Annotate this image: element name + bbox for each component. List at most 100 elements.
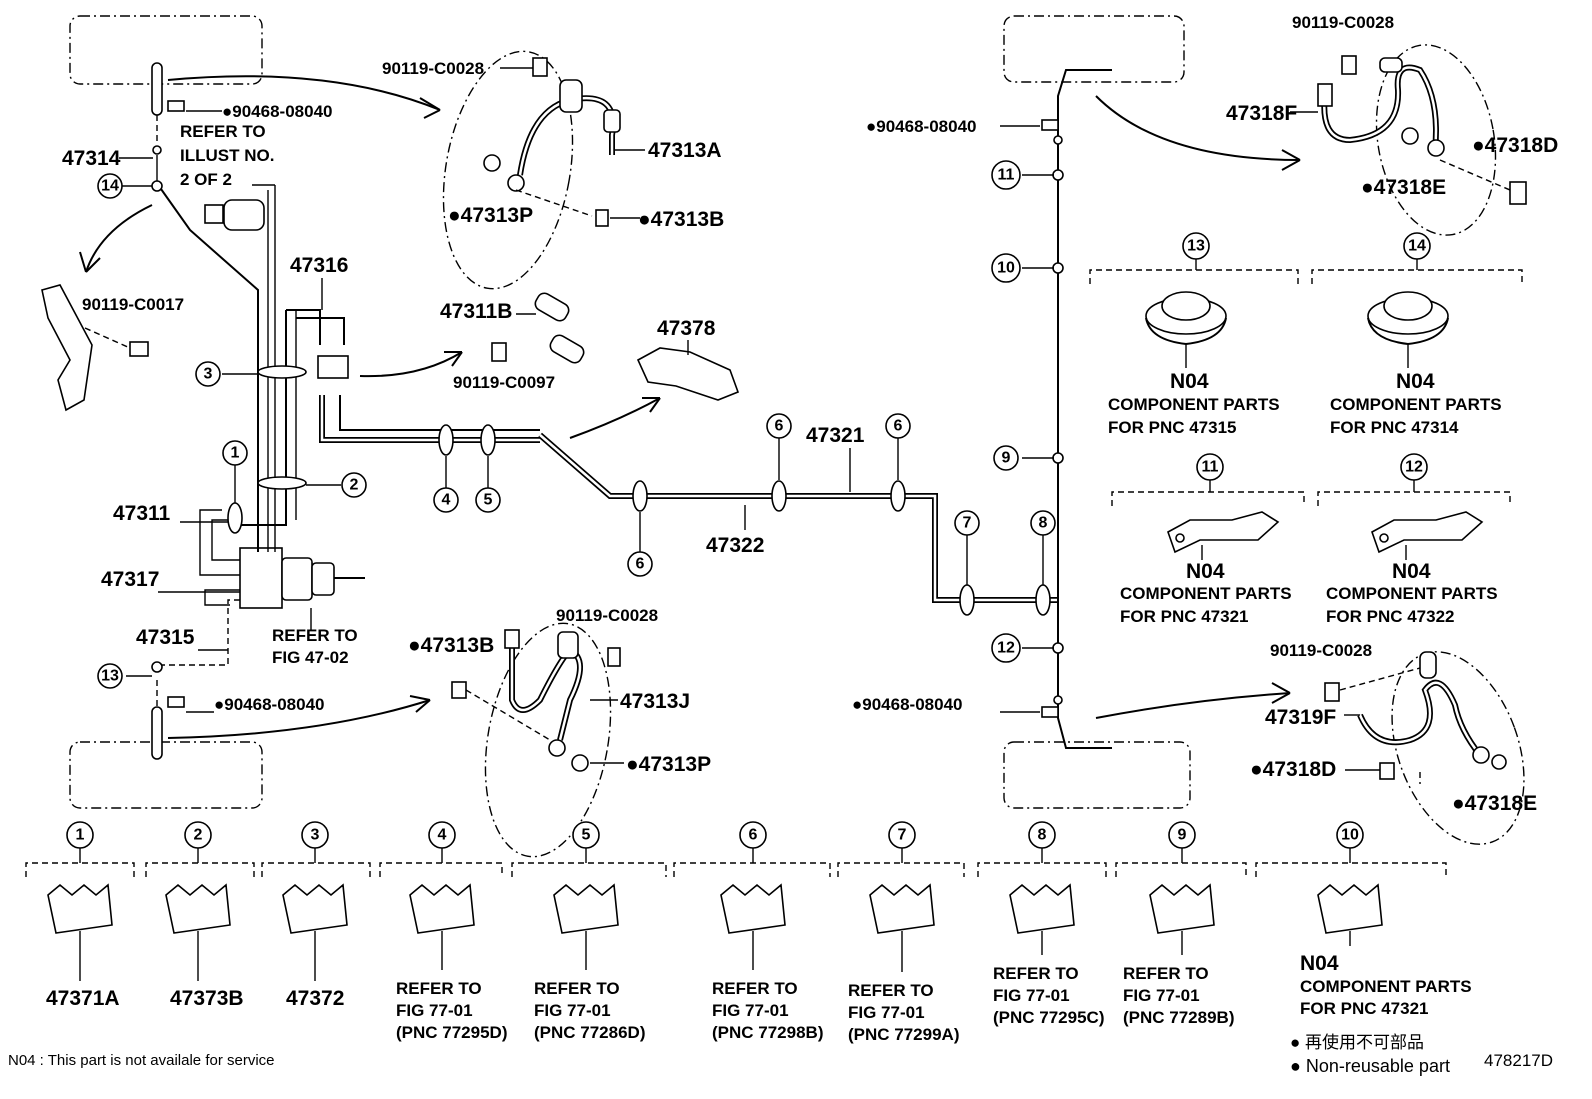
hose-47313A xyxy=(442,50,645,290)
comp-code-14: N04 xyxy=(1396,370,1435,393)
clamp-label-10-1: N04 xyxy=(1300,952,1339,975)
label-47318D-top: ●47318D xyxy=(1472,134,1558,157)
legend-japanese: ● 再使用不可部品 xyxy=(1290,1032,1424,1052)
callout-6c: 6 xyxy=(894,418,903,435)
clamp-number-circle xyxy=(301,821,329,849)
label-90468-08040-a: ●90468-08040 xyxy=(222,102,332,121)
callout-3: 3 xyxy=(204,366,213,383)
label-90468-08040-c: ●90468-08040 xyxy=(866,117,976,136)
brake-actuator xyxy=(204,199,365,609)
callout-5: 5 xyxy=(484,492,493,509)
hose-47318F xyxy=(1290,44,1527,236)
callout-4: 4 xyxy=(442,492,451,509)
refer-illust-line1: REFER TO xyxy=(180,122,266,141)
bracket-47311B xyxy=(491,292,585,364)
hose-47319F xyxy=(1324,651,1525,845)
comp-num-12: 12 xyxy=(1405,459,1423,476)
label-47311B: 47311B xyxy=(440,300,512,323)
grommet-13 xyxy=(1145,291,1227,368)
clamp-number-circle xyxy=(1336,821,1364,849)
label-47315: 47315 xyxy=(136,626,195,649)
clamp-number-circle xyxy=(1168,821,1196,849)
comp-line2-14: FOR PNC 47314 xyxy=(1330,418,1459,437)
clamp-label-4-1: REFER TO xyxy=(396,979,482,998)
clamp-number-circle xyxy=(428,821,456,849)
refer-illust-line3: 2 OF 2 xyxy=(180,170,232,189)
comp-line1-14: COMPONENT PARTS xyxy=(1330,395,1502,414)
clamp-drawing xyxy=(720,883,786,934)
clamp-number-circle xyxy=(572,821,600,849)
clamp-bracket-line xyxy=(1115,862,1247,877)
refer-fig-line2: FIG 47-02 xyxy=(272,648,349,667)
label-47313A: 47313A xyxy=(648,139,722,162)
clamp-bracket-line xyxy=(977,862,1107,877)
clamp-bracket-line xyxy=(25,862,135,877)
refer-illust-line2: ILLUST NO. xyxy=(180,146,274,165)
clamp-drawing xyxy=(47,883,113,934)
clamp-number: 2 xyxy=(194,827,203,844)
clamp-label-9-3: (PNC 77289B) xyxy=(1123,1008,1235,1027)
clamp-label-5-2: FIG 77-01 xyxy=(534,1001,611,1020)
label-47318D-bot: ●47318D xyxy=(1250,758,1336,781)
clamp-label-10-3: FOR PNC 47321 xyxy=(1300,999,1429,1018)
clamp-label-4-3: (PNC 77295D) xyxy=(396,1023,508,1042)
clamp-label-7-2: FIG 77-01 xyxy=(848,1003,925,1022)
clamp-label-8-2: FIG 77-01 xyxy=(993,986,1070,1005)
clamp-number: 3 xyxy=(311,827,320,844)
clamp-drawing xyxy=(869,883,935,934)
callout-9: 9 xyxy=(1002,450,1011,467)
clamp-bracket-line xyxy=(145,862,255,877)
callout-14: 14 xyxy=(101,178,119,195)
diagram-callouts: 14 13 3 1 2 4 5 6 6 6 7 8 11 10 9 12 xyxy=(97,160,1056,689)
clamp-label-7-3: (PNC 77299A) xyxy=(848,1025,960,1044)
clamp-label-6-1: REFER TO xyxy=(712,979,798,998)
label-90119-C0028-b: 90119-C0028 xyxy=(556,606,658,625)
comp-num-13: 13 xyxy=(1187,238,1205,255)
label-47313B-top: ●47313B xyxy=(638,208,724,231)
clamp-label-6-3: (PNC 77298B) xyxy=(712,1023,824,1042)
clamp-drawing xyxy=(1009,883,1075,934)
footer: N04 : This part is not availale for serv… xyxy=(8,1032,1553,1076)
callout-8: 8 xyxy=(1039,515,1048,532)
clamp-number: 6 xyxy=(749,827,758,844)
joint-47378 xyxy=(636,340,740,401)
clamp-drawing xyxy=(1317,883,1383,934)
clamp-number: 10 xyxy=(1341,827,1359,844)
label-47317: 47317 xyxy=(101,568,159,591)
clamp-label-10-2: COMPONENT PARTS xyxy=(1300,977,1472,996)
clamp-number: 4 xyxy=(438,827,447,844)
label-90119-C0017: 90119-C0017 xyxy=(82,295,184,314)
clip-11 xyxy=(1167,511,1280,560)
callout-12: 12 xyxy=(997,640,1015,657)
clamp-label-8-3: (PNC 77295C) xyxy=(993,1008,1105,1027)
clamp-bracket-line xyxy=(673,862,831,877)
label-47316: 47316 xyxy=(290,254,348,277)
label-47313J: 47313J xyxy=(620,690,690,713)
label-47313B-mid: ●47313B xyxy=(408,634,494,657)
comp-code-13: N04 xyxy=(1170,370,1209,393)
footer-note: N04 : This part is not availale for serv… xyxy=(8,1052,275,1069)
component-box-labels: 13 N04 COMPONENT PARTS FOR PNC 47315 14 … xyxy=(1108,232,1502,626)
clamp-bracket-line xyxy=(261,862,371,877)
clamp-number-circle xyxy=(66,821,94,849)
callout-13: 13 xyxy=(101,668,119,685)
clamp-label-1-1: 47371A xyxy=(46,987,120,1010)
label-90468-08040-b: ●90468-08040 xyxy=(214,695,324,714)
label-47311: 47311 xyxy=(113,502,171,525)
clamp-label-7-1: REFER TO xyxy=(848,981,934,1000)
comp-line1-12: COMPONENT PARTS xyxy=(1326,584,1498,603)
label-47318E-bot: ●47318E xyxy=(1452,792,1537,815)
clamp-number: 9 xyxy=(1178,827,1187,844)
comp-line1-13: COMPONENT PARTS xyxy=(1108,395,1280,414)
clamp-label-3-1: 47372 xyxy=(286,987,344,1010)
comp-code-12: N04 xyxy=(1392,560,1431,583)
label-90119-C0028-c: 90119-C0028 xyxy=(1292,13,1394,32)
clamp-label-2-1: 47373B xyxy=(170,987,244,1010)
clamp-number-circle xyxy=(888,821,916,849)
